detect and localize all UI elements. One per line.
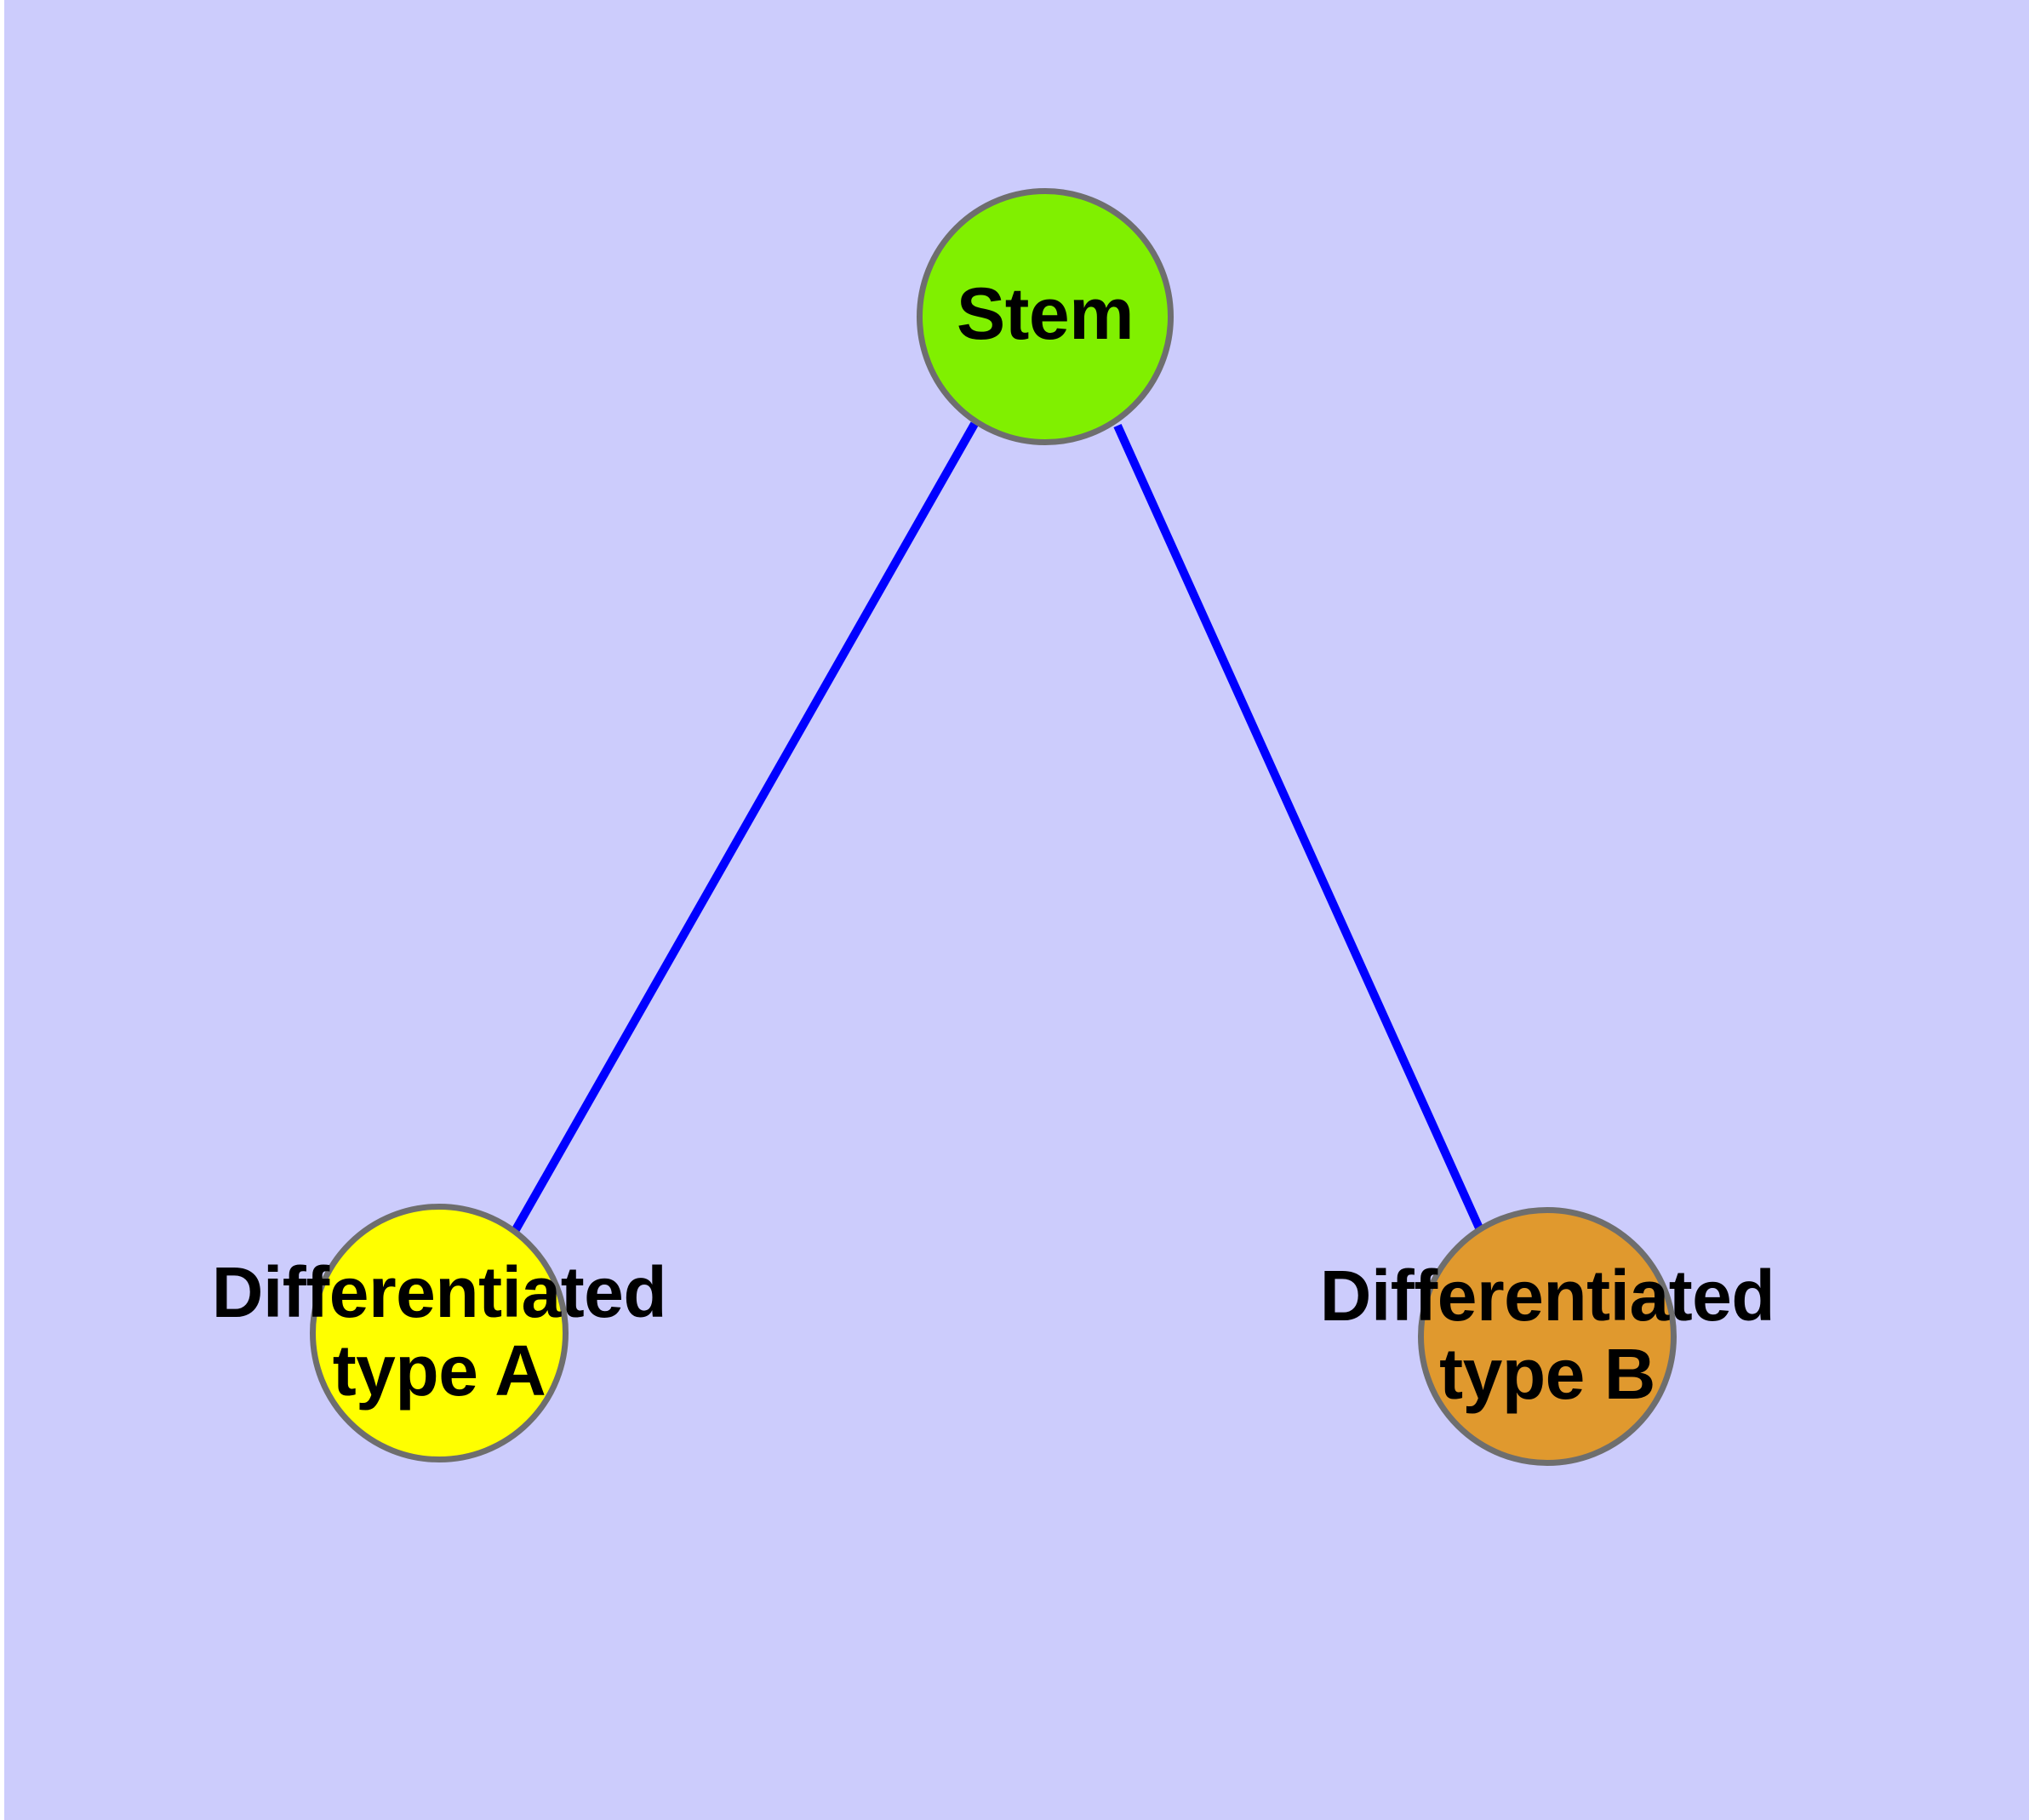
node-stem[interactable]: Stem — [917, 188, 1174, 445]
node-differentiated-type-b[interactable]: Differentiated type B — [1320, 1207, 1775, 1466]
edge-stem-to-diff-b — [1113, 423, 1485, 1234]
node-differentiated-type-b-circle[interactable] — [1418, 1207, 1677, 1466]
node-differentiated-type-a[interactable]: Differentiated type A — [212, 1204, 667, 1462]
node-stem-circle[interactable] — [917, 188, 1174, 445]
edge-stem-to-diff-a — [506, 421, 979, 1241]
node-differentiated-type-a-circle[interactable] — [310, 1204, 569, 1462]
